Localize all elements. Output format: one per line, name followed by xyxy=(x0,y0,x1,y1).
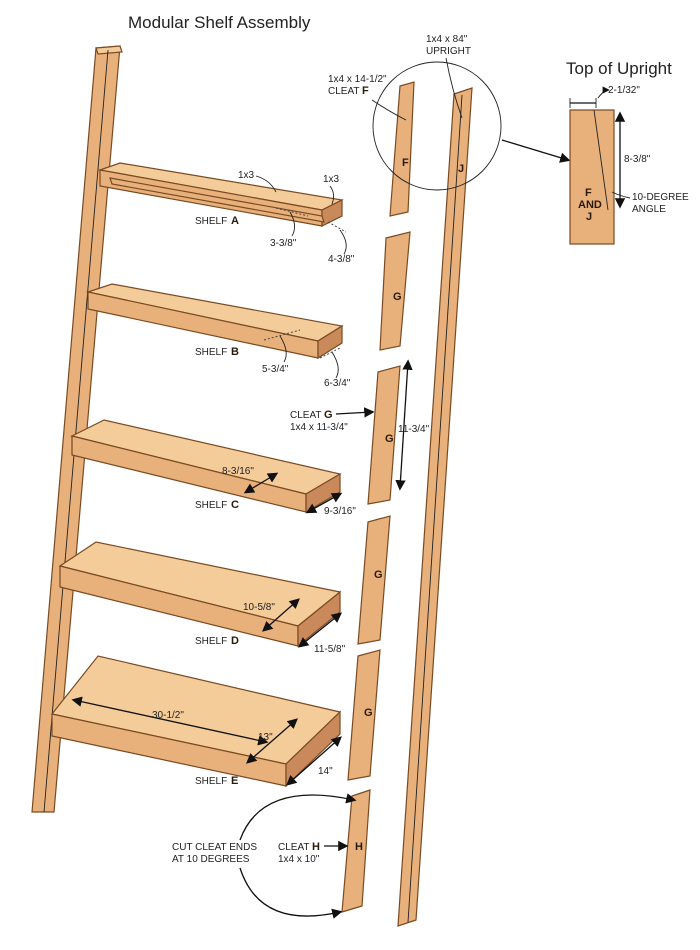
shelf-c-prefix: SHELF xyxy=(195,500,227,511)
shelf-d-outer-dim: 11-5/8" xyxy=(314,644,346,655)
upright-name-label: UPRIGHT xyxy=(426,46,471,57)
detail-upright-top xyxy=(569,109,615,245)
cleat-g-height-label: 11-3/4" xyxy=(398,424,430,435)
cut-note-line2: AT 10 DEGREES xyxy=(172,854,250,865)
detail-callout-arrow xyxy=(501,139,571,163)
cleat-h-name-letter: H xyxy=(312,841,320,853)
cut-note-line1: CUT CLEAT ENDS xyxy=(172,842,257,853)
part-g-letter-2: G xyxy=(385,433,394,445)
shelf-a-prefix: SHELF xyxy=(195,216,227,227)
cleat-g-1 xyxy=(379,231,411,351)
shelf-e-length-dim xyxy=(71,696,269,746)
shelf-a-inner-dim: 3-3/8" xyxy=(270,238,297,249)
shelf-b-outer-dim: 6-3/4" xyxy=(324,378,351,389)
shelf-b xyxy=(85,283,344,360)
cut-note-arrow-lower xyxy=(239,867,343,919)
ladder-upright-left xyxy=(31,45,123,813)
cleat-g-3 xyxy=(357,515,391,645)
shelf-e-length-label: 30-1/2" xyxy=(152,710,184,721)
detail-part-and: AND xyxy=(578,199,602,211)
part-g-letter-1: G xyxy=(393,291,402,303)
detail-part-f: F xyxy=(585,187,592,199)
cleat-h-name-prefix: CLEAT xyxy=(278,842,310,853)
detail-callout-circle xyxy=(372,61,502,191)
shelf-d-prefix: SHELF xyxy=(195,636,227,647)
shelf-e-inner-dim: 13" xyxy=(258,732,273,743)
shelf-c-letter: C xyxy=(231,499,239,511)
shelf-a-board-top: 1x3 xyxy=(238,170,255,181)
detail-height-label: 8-3/8" xyxy=(624,154,651,165)
part-h-letter: H xyxy=(355,841,363,853)
shelf-d-letter: D xyxy=(231,635,239,647)
shelf-c-inner-dim: 8-3/16" xyxy=(222,466,254,477)
part-f-letter: F xyxy=(402,157,409,169)
shelf-a-board-end: 1x3 xyxy=(323,174,340,185)
shelf-e-outer-dim: 14" xyxy=(318,766,333,777)
cleat-g-name-letter: G xyxy=(324,409,333,421)
cleat-f-name-prefix: CLEAT xyxy=(328,86,360,97)
shelf-e xyxy=(50,655,342,788)
shelf-b-prefix: SHELF xyxy=(195,347,227,358)
upright-size-label: 1x4 x 84" xyxy=(426,34,468,45)
shelf-b-letter: B xyxy=(231,346,239,358)
diagram-title: Modular Shelf Assembly xyxy=(128,13,311,32)
detail-width-label: 2-1/32" xyxy=(608,85,640,96)
detail-angle-line1: 10-DEGREE xyxy=(632,192,689,203)
cleat-h-size-label: 1x4 x 10" xyxy=(278,854,320,865)
shelf-e-letter: E xyxy=(231,775,238,787)
detail-angle-line2: ANGLE xyxy=(632,204,666,215)
shelf-c xyxy=(70,419,342,514)
cleat-f xyxy=(389,81,415,217)
shelf-d-inner-dim: 10-5/8" xyxy=(243,602,275,613)
cut-note-arrow-upper xyxy=(239,793,357,841)
part-g-letter-3: G xyxy=(374,569,383,581)
part-g-letter-4: G xyxy=(364,707,373,719)
cleat-g-2 xyxy=(367,365,401,505)
cleat-f-size-label: 1x4 x 14-1/2" xyxy=(328,74,387,85)
shelf-d xyxy=(58,541,342,648)
shelf-a-outer-dim: 4-3/8" xyxy=(328,254,355,265)
upright-j xyxy=(397,87,473,927)
cleat-g-4 xyxy=(347,649,381,781)
detail-part-j: J xyxy=(586,211,592,223)
cleat-g-height-dim xyxy=(395,359,413,491)
shelf-a-letter: A xyxy=(231,215,239,227)
part-j-letter: J xyxy=(458,163,464,175)
shelf-a xyxy=(97,162,344,227)
cleat-g-size-label: 1x4 x 11-3/4" xyxy=(290,422,348,433)
detail-title: Top of Upright xyxy=(566,59,672,78)
shelf-e-prefix: SHELF xyxy=(195,776,227,787)
shelf-b-inner-dim: 5-3/4" xyxy=(262,364,289,375)
shelf-c-outer-dim: 9-3/16" xyxy=(324,506,356,517)
cleat-f-name-letter: F xyxy=(362,85,369,97)
cleat-g-name-prefix: CLEAT xyxy=(290,410,322,421)
cleat-h xyxy=(341,789,371,913)
